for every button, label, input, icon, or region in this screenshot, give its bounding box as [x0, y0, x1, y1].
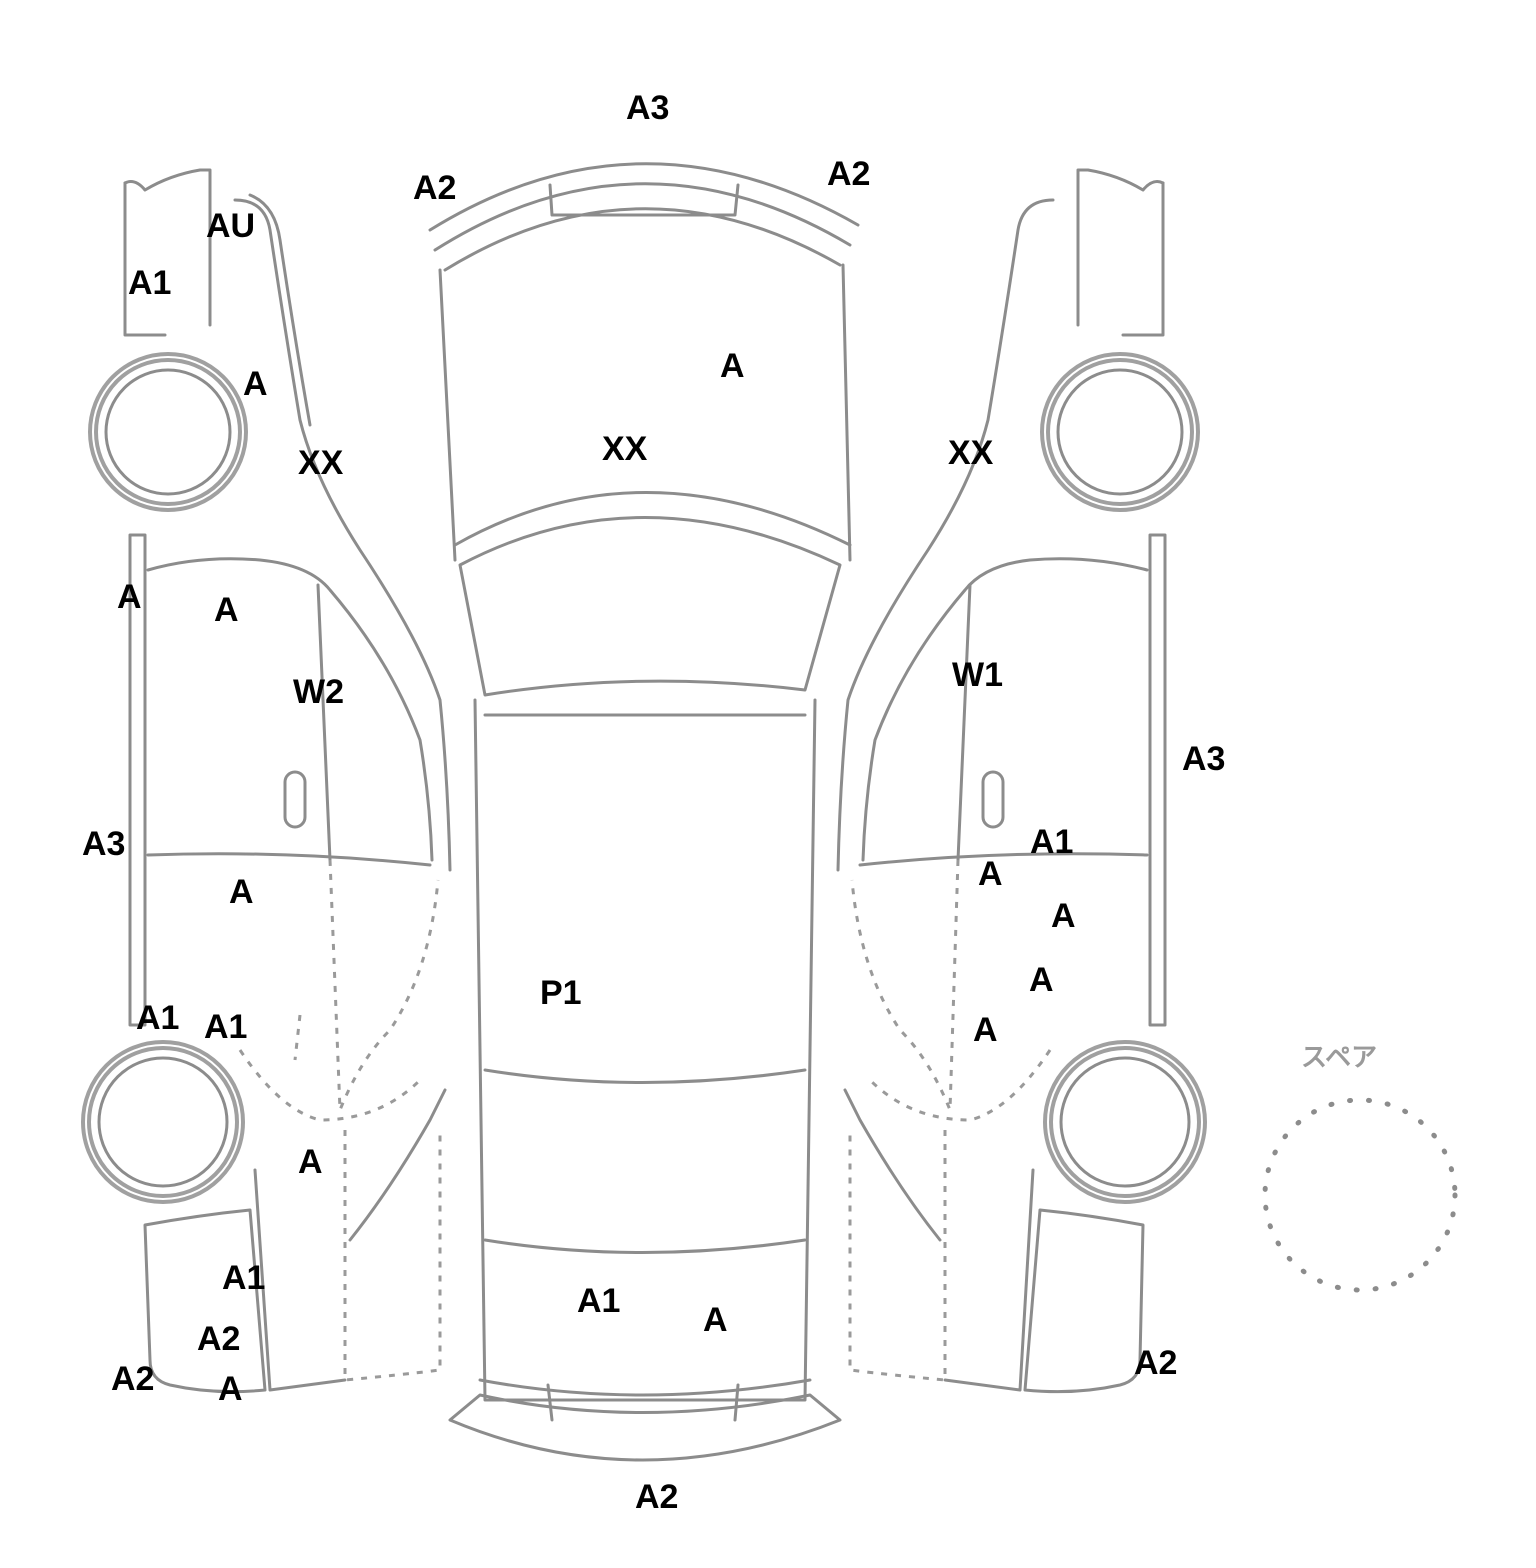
damage-code: P1 — [540, 974, 582, 1012]
damage-code: A — [1051, 897, 1076, 935]
damage-code: W2 — [293, 673, 344, 711]
left-side-view — [81, 168, 452, 1394]
damage-code: A — [229, 873, 254, 911]
damage-code: A2 — [111, 1360, 155, 1398]
damage-code: A2 — [413, 169, 457, 207]
damage-code: A3 — [626, 89, 670, 127]
damage-code: A — [703, 1301, 728, 1339]
damage-code: AU — [206, 207, 256, 245]
right-side-view — [836, 168, 1207, 1394]
damage-code: A1 — [222, 1259, 266, 1297]
damage-code: A1 — [136, 999, 180, 1037]
damage-code: A — [218, 1370, 243, 1408]
damage-code: A1 — [577, 1282, 621, 1320]
damage-code: A2 — [1134, 1344, 1178, 1382]
damage-code: XX — [602, 430, 648, 468]
damage-code: A2 — [635, 1478, 679, 1516]
damage-code: A — [720, 347, 745, 385]
damage-code: A — [243, 365, 268, 403]
damage-code: A — [973, 1011, 998, 1049]
damage-code: A — [298, 1143, 323, 1181]
damage-code: A1 — [204, 1008, 248, 1046]
damage-code: A — [978, 855, 1003, 893]
damage-code: A — [214, 591, 239, 629]
top-view — [428, 162, 860, 1462]
damage-code: XX — [948, 434, 994, 472]
damage-code: A3 — [82, 825, 126, 863]
spare-label: スペア — [1301, 1043, 1378, 1073]
spare-tire-circle — [1262, 1097, 1458, 1293]
damage-code: XX — [298, 444, 344, 482]
damage-code: A — [117, 578, 142, 616]
damage-code: A2 — [827, 155, 871, 193]
damage-code: A3 — [1182, 740, 1226, 778]
damage-code: A2 — [197, 1320, 241, 1358]
damage-code: A1 — [128, 264, 172, 302]
damage-code: A — [1029, 961, 1054, 999]
damage-code: A1 — [1030, 823, 1074, 861]
damage-code: W1 — [952, 656, 1003, 694]
